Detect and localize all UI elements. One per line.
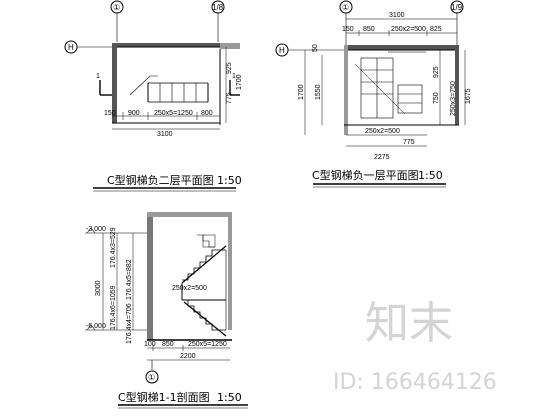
dim-right-750: 750 xyxy=(433,92,440,104)
dim-sec-100: 100 xyxy=(144,341,156,348)
dim-bottom-500: 250x2=500 xyxy=(365,128,400,135)
axis-label-section: ① xyxy=(148,373,155,382)
dim-right-925: 925 xyxy=(433,66,440,78)
axis-label-h: H xyxy=(68,43,74,52)
watermark-id: ID: 166464126 xyxy=(333,370,497,395)
dim-150: 150 xyxy=(104,110,116,117)
dim-sec-2200: 2200 xyxy=(180,353,196,360)
section-1-1 xyxy=(85,212,248,409)
dim-height-3000: 3000 xyxy=(95,280,102,296)
axis-label-1: ① xyxy=(113,3,120,12)
dim-top-850: 850 xyxy=(363,26,375,33)
section-mark-left: 1 xyxy=(96,73,100,80)
dim-left-50: 50 xyxy=(312,44,319,52)
dim-lower-flight: 176.4x4=706 xyxy=(126,303,133,344)
dim-top-150: 150 xyxy=(342,26,354,33)
dim-tread-upper: 250x2=500 xyxy=(172,285,207,292)
level-bottom: -6.000 xyxy=(86,323,106,330)
title-section: C型钢梯1-1剖面图 xyxy=(118,390,210,404)
axis-label-1-b1: ① xyxy=(342,3,349,12)
scale-section: 1:50 xyxy=(217,391,242,404)
dim-sec-850: 850 xyxy=(162,341,174,348)
scale-plan-b1: 1:50 xyxy=(418,169,443,182)
level-top: -3.000 xyxy=(86,226,106,233)
axis-label-1-9: 1/9 xyxy=(451,3,463,12)
dim-top-500: 250x2=500 xyxy=(391,26,426,33)
dim-left-1550: 1550 xyxy=(315,84,322,100)
dim-bottom-775: 775 xyxy=(403,139,415,146)
axis-bubble-1-section xyxy=(145,370,159,384)
dim-925: 925 xyxy=(226,62,233,74)
dim-mid-529: 176.4x3=529 xyxy=(110,227,117,268)
dim-3100: 3100 xyxy=(157,131,173,138)
dim-800: 800 xyxy=(201,110,213,117)
dim-right-1675: 1675 xyxy=(465,88,472,104)
title-plan-b2: C型钢梯负二层平面图 xyxy=(107,173,214,187)
dim-900: 900 xyxy=(128,110,140,117)
plan-b2 xyxy=(64,0,240,192)
dim-left-1700: 1700 xyxy=(298,84,305,100)
dim-775: 775 xyxy=(226,92,233,104)
dim-1700: 1700 xyxy=(236,74,243,90)
dim-sec-1250: 250x5=1250 xyxy=(188,341,227,348)
dim-right-250x3: 250x3=750 xyxy=(450,81,457,116)
watermark-brand: 知末 xyxy=(365,298,453,349)
dim-bottom-2275: 2275 xyxy=(374,154,390,161)
axis-label-1-8: 1/8 xyxy=(212,3,224,12)
axis-label-h-b1: H xyxy=(279,46,285,55)
scale-plan-b2: 1:50 xyxy=(217,174,242,187)
dim-mid-882: 176.4x5=882 xyxy=(126,259,133,300)
title-plan-b1: C型钢梯负一层平面图 xyxy=(312,168,419,182)
dim-top-825: 825 xyxy=(430,26,442,33)
dim-upper-flight: 176.4x6=1059 xyxy=(110,285,117,330)
dim-1250: 250x5=1250 xyxy=(154,110,193,117)
plan-b1 xyxy=(275,0,466,188)
dim-top-3100: 3100 xyxy=(389,12,405,19)
section-mark-right: 1 xyxy=(232,73,236,80)
